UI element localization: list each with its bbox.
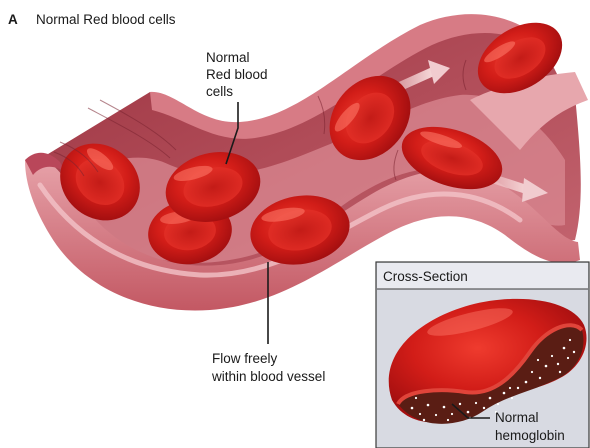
cross-section-title: Cross-Section bbox=[383, 269, 468, 284]
panel-title: Normal Red blood cells bbox=[36, 12, 176, 27]
flow-label: Flow freely within blood vessel bbox=[211, 351, 325, 384]
cross-section-box: Cross-Section Normal h bbox=[376, 262, 589, 448]
cells-label-line2: Red blood bbox=[206, 67, 268, 82]
panel-letter: A bbox=[8, 12, 18, 27]
cells-label-line1: Normal bbox=[206, 50, 250, 65]
flow-label-line1: Flow freely bbox=[212, 351, 278, 366]
hemoglobin-label-line2: hemoglobin bbox=[495, 428, 565, 443]
cells-label: Normal Red blood cells bbox=[206, 50, 268, 99]
cells-label-line3: cells bbox=[206, 84, 233, 99]
flow-label-line2: within blood vessel bbox=[211, 369, 325, 384]
hemoglobin-label-line1: Normal bbox=[495, 410, 539, 425]
